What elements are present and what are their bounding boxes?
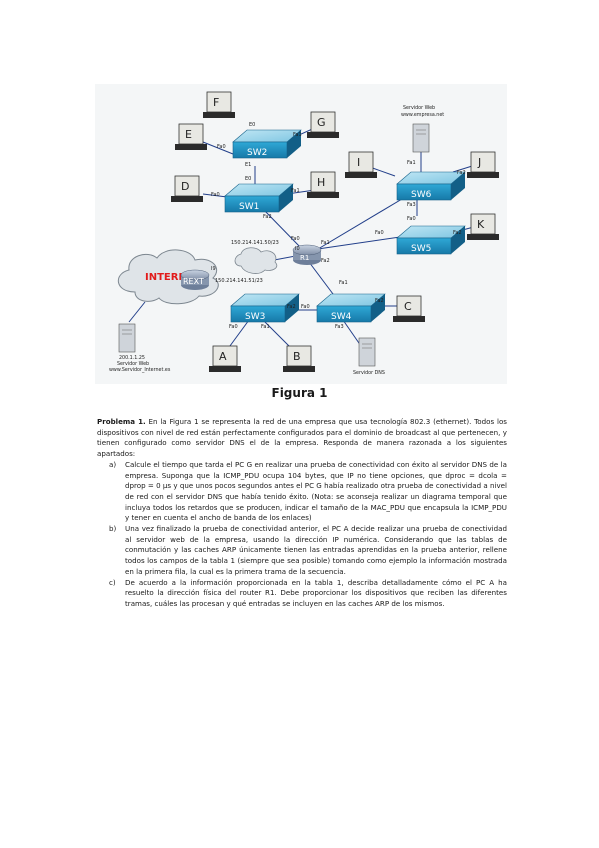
- rext-label: REXT: [183, 277, 204, 286]
- problem-items: a) Calcule el tiempo que tarda el PC G en…: [97, 460, 507, 610]
- server-web-title: Servidor Web: [403, 105, 435, 111]
- pc-j-label: J: [477, 156, 481, 169]
- sw5-label: SW5: [411, 244, 431, 254]
- router-r1: R1: [292, 244, 322, 265]
- port-label: I0: [295, 246, 300, 252]
- port-label: Fa1: [261, 324, 270, 330]
- server-ext-ip: 200.1.1.25: [119, 355, 145, 361]
- internet-cloud: INTERNET: [118, 249, 219, 305]
- port-label: Fa0: [407, 216, 416, 222]
- port-label: Fa0: [211, 192, 220, 198]
- port-label: Fa0: [301, 304, 310, 310]
- sw6-label: SW6: [411, 190, 432, 200]
- port-label: Fa0: [375, 230, 384, 236]
- problem-intro-text: En la Figura 1 se representa la red de u…: [97, 417, 507, 459]
- server-ext-title: Servidor Web: [117, 361, 149, 367]
- server-dns-label: Servidor DNS: [353, 370, 385, 376]
- pc-e-label: E: [185, 128, 192, 141]
- port-label: Fa0: [217, 144, 226, 150]
- pc-d-label: D: [181, 180, 189, 193]
- pc-h: H: [307, 171, 339, 198]
- item-text: Calcule el tiempo que tarda el PC G en r…: [125, 459, 507, 523]
- port-label: Fa2: [287, 304, 296, 310]
- port-label: E0: [245, 176, 251, 182]
- pc-i: I: [345, 151, 377, 178]
- port-labels: E0 Fa0 Fa1 E1 E0 Fa0 Fa1 Fa2 Fa0 Fa1 I0 …: [211, 122, 466, 330]
- sw1-label: SW1: [239, 202, 259, 212]
- internet-label: INTERNET: [145, 272, 201, 283]
- problem-item-b: b) Una vez finalizado la prueba de conect…: [104, 524, 507, 578]
- sw2-label: SW2: [247, 148, 267, 158]
- problem-intro: Problema 1. En la Figura 1 se representa…: [97, 417, 507, 460]
- port-label: Fa2: [457, 170, 466, 176]
- pc-c: C: [393, 295, 425, 322]
- pc-k-label: K: [477, 218, 485, 231]
- server-web-internet: 200.1.1.25 Servidor Web www.Servidor_Int…: [109, 301, 171, 373]
- pc-k: K: [467, 213, 499, 240]
- pc-a: A: [209, 345, 241, 372]
- server-dns: Servidor DNS: [353, 337, 385, 376]
- switch-sw5: SW5: [396, 225, 466, 255]
- port-label: Fa1: [293, 132, 302, 138]
- port-label: E1: [245, 162, 251, 168]
- port-label: Fa2: [321, 258, 330, 264]
- port-label: Fa1: [321, 240, 330, 246]
- item-text: De acuerdo a la información proporcionad…: [125, 577, 507, 608]
- port-label: Fa2: [453, 230, 462, 236]
- router-rext: REXT: [180, 269, 210, 290]
- switch-sw6: SW6: [396, 171, 466, 201]
- switch-sw2: SW2: [232, 129, 302, 159]
- network-diagram: INTERNET SW2 SW1 SW6 SW5 SW3: [95, 84, 507, 384]
- item-marker: a): [109, 459, 117, 469]
- item-text: Una vez finalizado la prueba de conectiv…: [125, 524, 507, 576]
- port-label: Fa2: [375, 298, 384, 304]
- port-label: Fa1: [291, 188, 300, 194]
- problem-item-a: a) Calcule el tiempo que tarda el PC G en…: [104, 460, 507, 524]
- port-label: Fa0: [229, 324, 238, 330]
- pc-i-label: I: [357, 156, 360, 169]
- pc-f-label: F: [213, 96, 219, 109]
- pc-f: F: [203, 91, 235, 118]
- ip-r1-i0: 150.214.141.50/23: [231, 240, 279, 246]
- problem-item-c: c) De acuerdo a la información proporcion…: [104, 578, 507, 610]
- server-web-empresa: Servidor Web www.empresa.net: [401, 105, 444, 153]
- switch-sw4: SW4: [316, 293, 386, 323]
- r1-label: R1: [300, 254, 309, 262]
- figure-caption: Figura 1: [271, 386, 328, 400]
- problem-text: Problema 1. En la Figura 1 se representa…: [97, 417, 507, 610]
- pc-b: B: [283, 345, 315, 372]
- pc-c-label: C: [404, 300, 412, 313]
- pc-e: E: [175, 123, 207, 150]
- port-label: Fa3: [335, 324, 344, 330]
- port-label: Fa2: [263, 214, 272, 220]
- port-label: I9: [211, 266, 216, 272]
- problem-label: Problema 1.: [97, 417, 146, 426]
- port-label: Fa0: [291, 236, 300, 242]
- server-ext-host: www.Servidor_Internet.es: [109, 367, 171, 373]
- server-web-host: www.empresa.net: [401, 112, 444, 118]
- switch-sw3: SW3: [230, 293, 300, 323]
- pc-j: J: [467, 151, 499, 178]
- pc-h-label: H: [317, 176, 325, 189]
- pc-g-label: G: [317, 116, 326, 129]
- pc-d: D: [171, 175, 203, 202]
- sw3-label: SW3: [245, 312, 265, 322]
- pc-b-label: B: [293, 350, 301, 363]
- switch-sw1: SW1: [224, 183, 294, 213]
- ip-rext-i9: 150.214.141.51/23: [215, 278, 263, 284]
- pc-g: G: [307, 111, 339, 138]
- port-label: Fa1: [407, 160, 416, 166]
- pc-a-label: A: [219, 350, 227, 363]
- item-marker: c): [109, 577, 116, 587]
- port-label: Fa3: [407, 202, 416, 208]
- wan-cloud: [234, 247, 278, 274]
- item-marker: b): [109, 524, 117, 534]
- sw4-label: SW4: [331, 312, 352, 322]
- port-label: E0: [249, 122, 255, 128]
- port-label: Fa1: [339, 280, 348, 286]
